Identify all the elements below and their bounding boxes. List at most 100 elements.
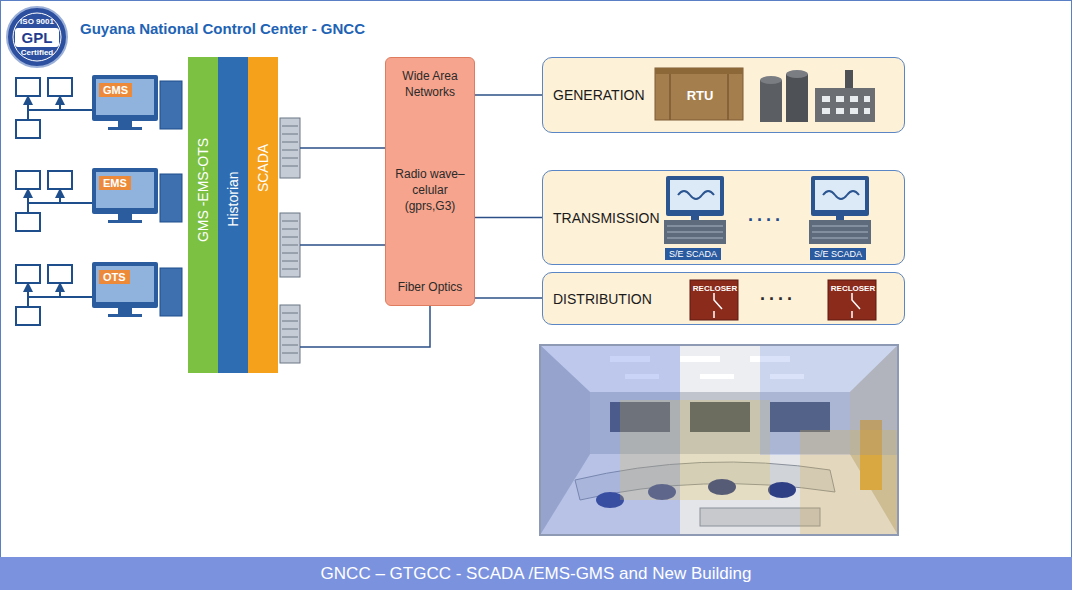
rack-body (280, 305, 300, 363)
node-text: S/E SCADA (814, 249, 862, 259)
monitor-screen (670, 180, 720, 210)
small-monitor (16, 213, 40, 231)
monitor-stand (118, 121, 132, 127)
switch-symbol (714, 293, 722, 318)
caption-band (0, 557, 1072, 590)
chimney (845, 70, 853, 90)
pc-tower (160, 174, 182, 222)
node-text: RECLOSER (829, 284, 877, 293)
silo (786, 74, 808, 122)
plant-windows (822, 96, 870, 114)
title-text: Guyana National Control Center - GNCC (80, 20, 365, 37)
server-rack (280, 213, 300, 277)
lan-arrow (59, 287, 61, 297)
wave-symbol (823, 191, 859, 199)
node-text: RECLOSER (691, 284, 739, 293)
logo-band (15, 28, 59, 47)
pc-tower (160, 268, 182, 316)
small-monitor (16, 120, 40, 138)
node-text: EMS (103, 177, 127, 189)
workstation-label: OTS (99, 270, 130, 284)
system-bar: SCADA (248, 57, 278, 373)
monitor-screen (96, 172, 154, 208)
recloser-box: RECLOSER (829, 281, 877, 321)
workstation-group (16, 168, 182, 231)
control-room-picture (540, 345, 898, 535)
node-text: GENERATION (553, 87, 645, 103)
colour-tint (620, 400, 770, 500)
silo-top (760, 76, 782, 84)
node-text: Fiber Optics (398, 279, 463, 295)
silo (760, 80, 782, 122)
logo-ring (7, 7, 67, 67)
power-plant-icon (760, 70, 875, 122)
monitor-stand (691, 216, 699, 220)
colour-tint (800, 430, 898, 535)
rack-slots (812, 226, 868, 238)
small-monitor (16, 78, 40, 96)
small-monitor (48, 265, 72, 283)
monitor-screen (96, 79, 154, 115)
small-monitor (16, 307, 40, 325)
node-text: S/E SCADA (669, 249, 717, 259)
cabinet-doors (670, 74, 728, 120)
chair (768, 482, 796, 498)
monitor-base (108, 314, 142, 317)
monitor-stand (118, 308, 132, 314)
small-monitor (16, 265, 40, 283)
rtu-cabinet: RTU (656, 69, 744, 121)
node-text: Certified (21, 48, 53, 58)
panel-ground (542, 272, 905, 325)
node-text: RTU (687, 88, 714, 103)
logo-inner-ring (13, 13, 61, 61)
network-connector (475, 297, 542, 299)
recloser-body (690, 280, 738, 320)
section-panel: DISTRIBUTIONRECLOSERRECLOSER (542, 272, 905, 325)
ellipsis-label: .... (748, 205, 784, 226)
workstation-label: EMS (99, 176, 131, 190)
monitor-bezel (92, 168, 158, 214)
workstation-group (16, 75, 182, 138)
monitor-bezel (92, 75, 158, 121)
picture-frame (540, 345, 898, 535)
monitor-base (108, 220, 142, 223)
silo-top (786, 70, 808, 78)
pc-tower (160, 81, 182, 129)
node-text: GMS -EMS-OTS (195, 138, 211, 242)
lan-arrow (59, 193, 61, 203)
plant-building (815, 88, 875, 122)
section-panel: GENERATION RTU (542, 57, 905, 133)
rack-body (280, 118, 300, 178)
section-panel: TRANSMISSION S/E SCADA S/E SCADA (542, 170, 905, 265)
substation-computer (809, 176, 871, 244)
recloser-icon (690, 280, 738, 320)
system-bar: Historian (218, 57, 248, 373)
monitor-base (108, 127, 142, 130)
node-text: ISO 9001 (20, 17, 54, 27)
cabinet-top (655, 68, 743, 74)
monitor-stand (118, 214, 132, 220)
node-text: TRANSMISSION (553, 210, 660, 226)
substation-scada-label: S/E SCADA (665, 248, 721, 260)
monitor-bezel (92, 262, 158, 308)
node-text: GMS (103, 84, 128, 96)
rack-slots (667, 226, 723, 238)
lan-line (27, 110, 29, 119)
monitor-screen (96, 266, 154, 302)
node-text: OTS (103, 271, 126, 283)
cabinet-body (655, 68, 743, 120)
monitor-bezel (811, 176, 869, 216)
node-text: Radio wave– celular (gprs,G3) (392, 166, 468, 214)
small-monitor (48, 171, 72, 189)
server-rack (280, 118, 300, 178)
node-text: GPL (22, 29, 53, 46)
workstation-label: GMS (99, 83, 132, 97)
switch-symbol (852, 293, 860, 318)
rack-slots (282, 313, 298, 353)
network-connector (475, 217, 542, 219)
iso-logo: ISO 9001GPL Certified (6, 6, 68, 68)
